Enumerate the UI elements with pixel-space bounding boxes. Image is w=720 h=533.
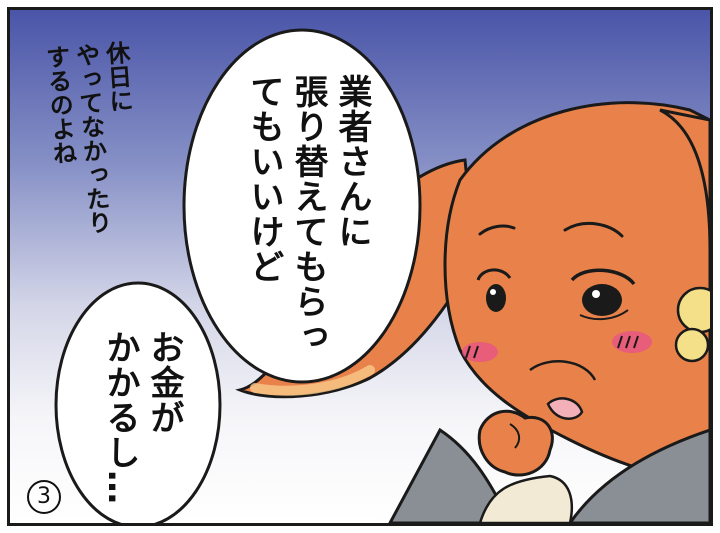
snout <box>529 360 597 381</box>
speech-text-small: お金が かかるし… <box>100 330 184 505</box>
speech-text-large: 業者さんに 張り替えてもらっ てもいいけど <box>244 74 372 354</box>
blush-left <box>462 342 498 362</box>
hand <box>477 409 554 477</box>
speech-bubble-small <box>54 281 222 523</box>
eyebrow-right <box>563 222 624 238</box>
eye-left <box>476 268 512 312</box>
eye-right <box>570 268 636 321</box>
flower-ornament <box>674 286 710 363</box>
blush-right <box>612 331 652 353</box>
shirt <box>478 474 574 523</box>
character-illustration <box>54 28 710 523</box>
jacket-right <box>568 428 710 523</box>
comic-panel: 業者さんに 張り替えてもらっ てもいいけど お金が かかるし… 休日に やってな… <box>7 7 713 526</box>
handwritten-side-note: 休日に やってなかったり するのよね <box>40 39 134 236</box>
ear-left-highlight <box>250 365 375 396</box>
panel-number-badge: 3 <box>27 480 61 514</box>
blush-lines <box>465 335 639 359</box>
mouth <box>546 397 584 420</box>
speech-bubble-large <box>182 28 422 384</box>
head <box>443 101 710 482</box>
eyebrow-left <box>478 224 516 236</box>
